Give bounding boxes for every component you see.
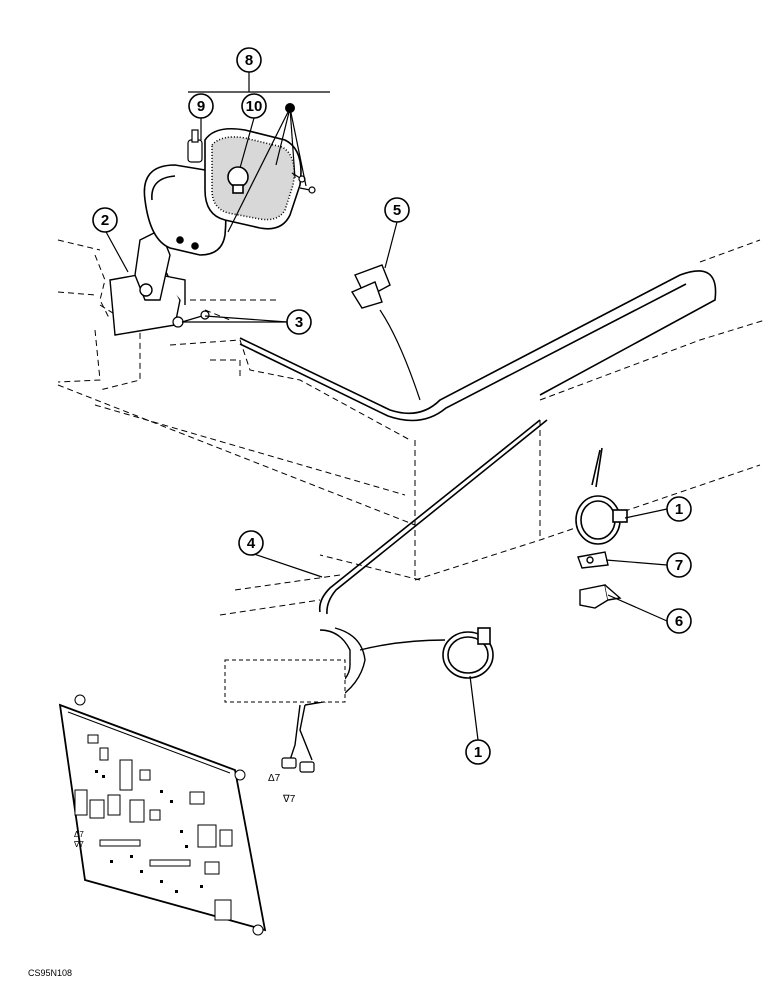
harness-connectors	[281, 757, 315, 773]
lamp-lens	[204, 127, 302, 230]
lens-screws	[291, 172, 316, 194]
svg-text:4: 4	[247, 535, 256, 552]
upper-harness	[239, 270, 717, 615]
callout-1-upper: 1	[666, 496, 692, 522]
callout-4: 4	[238, 530, 264, 556]
callout-9: 9	[188, 93, 214, 119]
callout-1-lower: 1	[465, 739, 491, 765]
svg-text:3: 3	[295, 314, 303, 331]
callouts: 8 9 10 2 5 3 4 1	[92, 47, 692, 765]
circuit-board	[58, 694, 267, 936]
callout-5: 5	[384, 197, 410, 223]
svg-text:1: 1	[474, 744, 482, 761]
connector-label-a: Δ7	[268, 773, 281, 784]
callout-6: 6	[666, 608, 692, 634]
svg-text:6: 6	[675, 613, 683, 630]
svg-text:1: 1	[675, 501, 683, 518]
retainer-clip	[577, 551, 609, 569]
harness-clip	[350, 264, 391, 309]
callout-2: 2	[92, 207, 118, 233]
leader-lines	[104, 72, 668, 741]
connector-label-b: ∇7	[282, 794, 296, 805]
lamp-switch	[187, 129, 203, 163]
svg-text:5: 5	[393, 202, 401, 219]
callout-10: 10	[241, 93, 267, 119]
board-label-b: ∇7	[73, 840, 84, 849]
svg-text:8: 8	[245, 52, 253, 69]
figure-id: CS95N108	[28, 968, 73, 978]
callout-7: 7	[666, 552, 692, 578]
vehicle-body-outline	[57, 239, 766, 616]
svg-text:10: 10	[246, 98, 263, 115]
mount-bolt	[172, 310, 210, 328]
mounting-bracket	[579, 584, 622, 609]
board-label-a: Δ7	[74, 830, 84, 839]
svg-text:7: 7	[675, 557, 683, 574]
callout-3: 3	[286, 309, 312, 335]
lower-harness	[224, 627, 446, 761]
lamp-bracket	[109, 229, 186, 336]
svg-text:2: 2	[101, 212, 109, 229]
strap-clamp-lower	[442, 627, 494, 679]
strap-clamp-upper	[575, 495, 628, 545]
svg-text:9: 9	[197, 98, 205, 115]
screw-group-dot	[285, 103, 295, 113]
callout-8: 8	[236, 47, 262, 73]
